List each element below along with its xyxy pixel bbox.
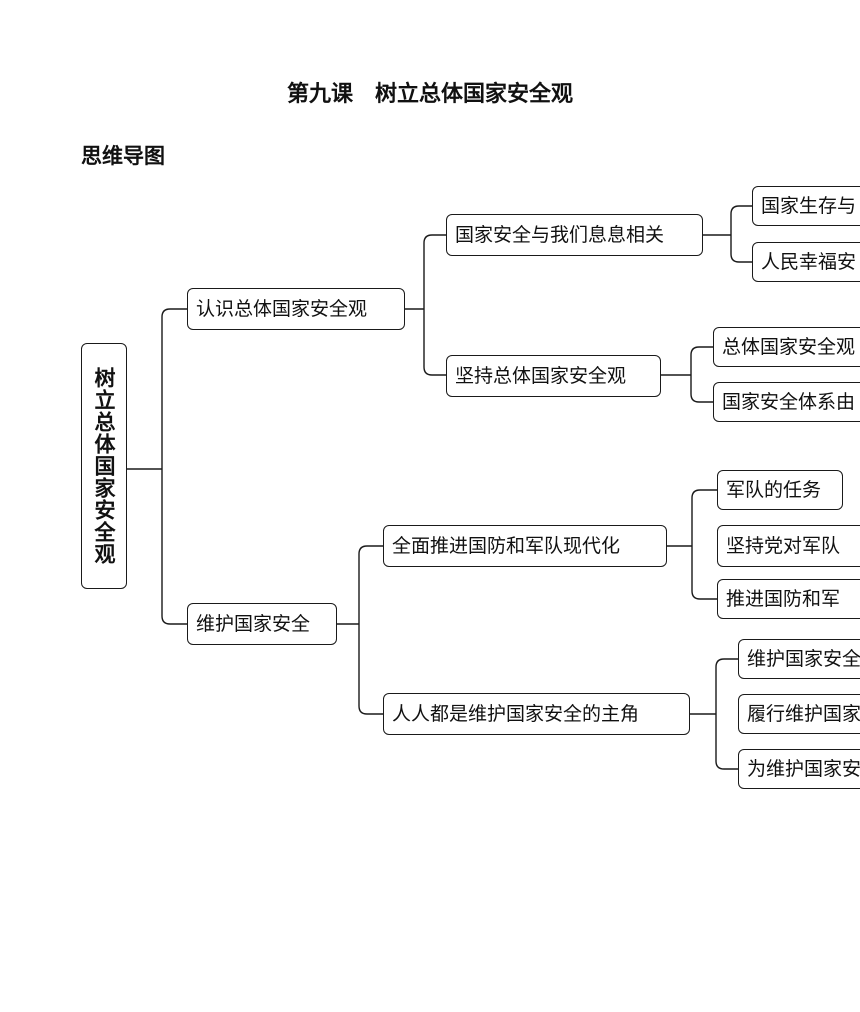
leaf-node: 总体国家安全观 — [713, 327, 860, 367]
leaf-node: 维护国家安全 — [738, 639, 860, 679]
root-node-label: 树立总体国家安全观 — [92, 367, 116, 565]
leaf-node: 人民幸福安 — [752, 242, 860, 282]
leaf-node: 履行维护国家 — [738, 694, 860, 734]
root-branch-bracket — [161, 308, 187, 625]
section-title: 思维导图 — [81, 144, 165, 168]
branch1-bracket — [423, 234, 446, 376]
sub-node-everyone-role: 人人都是维护国家安全的主角 — [383, 693, 690, 735]
sub1-2-bracket — [690, 346, 713, 403]
sub2-1-bracket — [691, 489, 717, 600]
sub-node-security-related: 国家安全与我们息息相关 — [446, 214, 703, 256]
leaf-node: 推进国防和军 — [717, 579, 860, 619]
root-node: 树立总体国家安全观 — [81, 343, 127, 589]
leaf-node: 为维护国家安 — [738, 749, 860, 789]
sub-node-adhere: 坚持总体国家安全观 — [446, 355, 661, 397]
leaf-node: 国家生存与 — [752, 186, 860, 226]
branch-node-safeguard: 维护国家安全 — [187, 603, 337, 645]
leaf-node: 坚持党对军队 — [717, 525, 860, 567]
sub1-1-bracket — [730, 205, 752, 263]
leaf-node: 军队的任务 — [717, 470, 843, 510]
branch2-bracket — [358, 545, 383, 715]
leaf-node: 国家安全体系由 — [713, 382, 860, 422]
sub-node-military-modernization: 全面推进国防和军队现代化 — [383, 525, 667, 567]
sub2-2-bracket — [715, 658, 738, 770]
branch-node-recognize: 认识总体国家安全观 — [187, 288, 405, 330]
page-title: 第九课 树立总体国家安全观 — [286, 82, 573, 107]
